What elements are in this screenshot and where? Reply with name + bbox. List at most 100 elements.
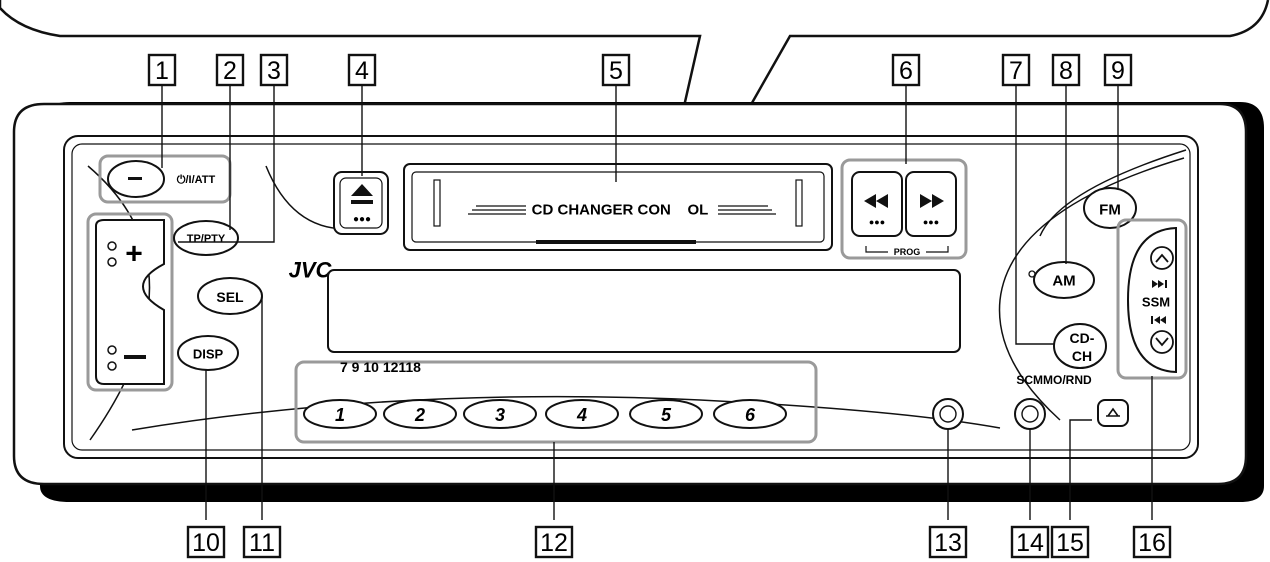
volume-led-2 xyxy=(107,257,117,267)
detach-icon xyxy=(1106,407,1120,417)
preset-label-2: 2 xyxy=(414,405,425,425)
left-arc xyxy=(87,165,151,441)
cd-ch-label-1: CD- xyxy=(1070,330,1095,346)
callout-box-2 xyxy=(215,53,245,87)
callout-number-14: 14 xyxy=(1016,529,1044,557)
callout-number-6: 6 xyxy=(899,57,913,85)
callout-box-4 xyxy=(347,53,377,87)
fast-forward-icon xyxy=(920,194,944,208)
preset-label-1: 1 xyxy=(335,405,345,425)
callout-number-3: 3 xyxy=(267,57,281,85)
preset-label-3: 3 xyxy=(495,405,505,425)
callout-number-1: 1 xyxy=(155,57,169,85)
minus-icon xyxy=(124,355,146,359)
callout-number-12: 12 xyxy=(540,529,568,557)
brand-logo: JVC xyxy=(289,258,333,283)
eject-inner xyxy=(339,177,383,229)
leader-lines xyxy=(161,72,1153,520)
am-label: AM xyxy=(1052,273,1075,290)
chevron-down-icon xyxy=(1155,337,1169,347)
mode-label: SCMMO/RND xyxy=(1016,373,1092,387)
callout-number-5: 5 xyxy=(609,57,623,85)
main-display xyxy=(327,269,961,353)
display-slot-right xyxy=(795,179,803,227)
preset-button-6[interactable] xyxy=(713,399,787,429)
display-stripes-right xyxy=(718,205,776,215)
volume-rocker[interactable] xyxy=(95,219,165,385)
tp-pty-button[interactable] xyxy=(173,220,239,256)
tp-pty-label: TP/PTY xyxy=(187,233,226,245)
callout-number-13: 13 xyxy=(934,529,962,557)
skip-back-icon xyxy=(1151,316,1166,324)
preset-header: 7 9 10 12118 xyxy=(340,359,421,375)
volume-led-3 xyxy=(107,345,117,355)
ff-button[interactable] xyxy=(905,171,957,237)
prog-bracket xyxy=(865,246,949,253)
cd-ch-button[interactable] xyxy=(1053,323,1107,369)
right-arc-b xyxy=(1039,149,1187,237)
fm-button[interactable] xyxy=(1083,187,1137,229)
eject-icon xyxy=(351,184,373,204)
callout-number-8: 8 xyxy=(1059,57,1073,85)
round-button-icon xyxy=(1021,405,1039,423)
face-plate-inner xyxy=(71,143,1191,451)
round-button-icon xyxy=(939,405,957,423)
preset-label-4: 4 xyxy=(576,405,587,425)
callout-box-3 xyxy=(259,53,289,87)
prog-highlight xyxy=(840,158,968,260)
preset-button-3[interactable] xyxy=(463,399,537,429)
callout-box-7 xyxy=(1001,53,1031,87)
disp-label: DISP xyxy=(193,347,224,362)
display-slot-left xyxy=(433,179,441,227)
callout-box-9 xyxy=(1103,53,1133,87)
rewind-icon xyxy=(864,194,888,208)
callout-number-4: 4 xyxy=(355,57,369,85)
callout-box-16 xyxy=(1132,525,1172,559)
callout-number-15: 15 xyxy=(1056,529,1084,557)
fm-label: FM xyxy=(1099,202,1121,219)
chevron-down-button[interactable] xyxy=(1150,330,1174,354)
callout-box-11 xyxy=(242,525,282,559)
round-button-14[interactable] xyxy=(1014,398,1046,430)
callout-number-11: 11 xyxy=(249,529,275,557)
display-text: CD CHANGER CON OL xyxy=(532,202,709,219)
ff-dots: ●●● xyxy=(923,217,939,227)
am-button[interactable] xyxy=(1033,261,1095,299)
plus-icon: + xyxy=(125,238,143,271)
cd-ch-label-2: CH xyxy=(1072,348,1092,364)
eject-dots: ●●● xyxy=(353,214,371,225)
volume-led-4 xyxy=(107,361,117,371)
display-stripes-left xyxy=(468,205,526,215)
chevron-up-icon xyxy=(1155,253,1169,263)
disp-button[interactable] xyxy=(177,335,239,371)
speech-bubble xyxy=(0,0,1270,301)
detach-button[interactable] xyxy=(1097,399,1129,427)
rewind-button[interactable] xyxy=(851,171,903,237)
callout-box-1 xyxy=(147,53,177,87)
callout-number-9: 9 xyxy=(1111,57,1125,85)
callout-box-5 xyxy=(601,53,631,87)
preset-button-4[interactable] xyxy=(545,399,619,429)
callout-number-7: 7 xyxy=(1009,57,1023,85)
cd-slot xyxy=(536,240,696,244)
volume-highlight xyxy=(86,212,174,392)
rewind-dots: ●●● xyxy=(869,217,885,227)
chevron-up-button[interactable] xyxy=(1150,246,1174,270)
round-button-13[interactable] xyxy=(932,398,964,430)
preset-button-2[interactable] xyxy=(383,399,457,429)
callout-box-12 xyxy=(534,525,574,559)
preset-highlight xyxy=(294,360,818,444)
preset-button-5[interactable] xyxy=(629,399,703,429)
preset-button-1[interactable] xyxy=(303,399,377,429)
callout-number-10: 10 xyxy=(192,529,220,557)
skip-forward-icon xyxy=(1152,280,1167,288)
display-frame xyxy=(403,163,833,251)
callout-box-10 xyxy=(186,525,226,559)
callout-box-13 xyxy=(928,525,968,559)
callout-number-2: 2 xyxy=(223,57,237,85)
volume-led-1 xyxy=(107,241,117,251)
